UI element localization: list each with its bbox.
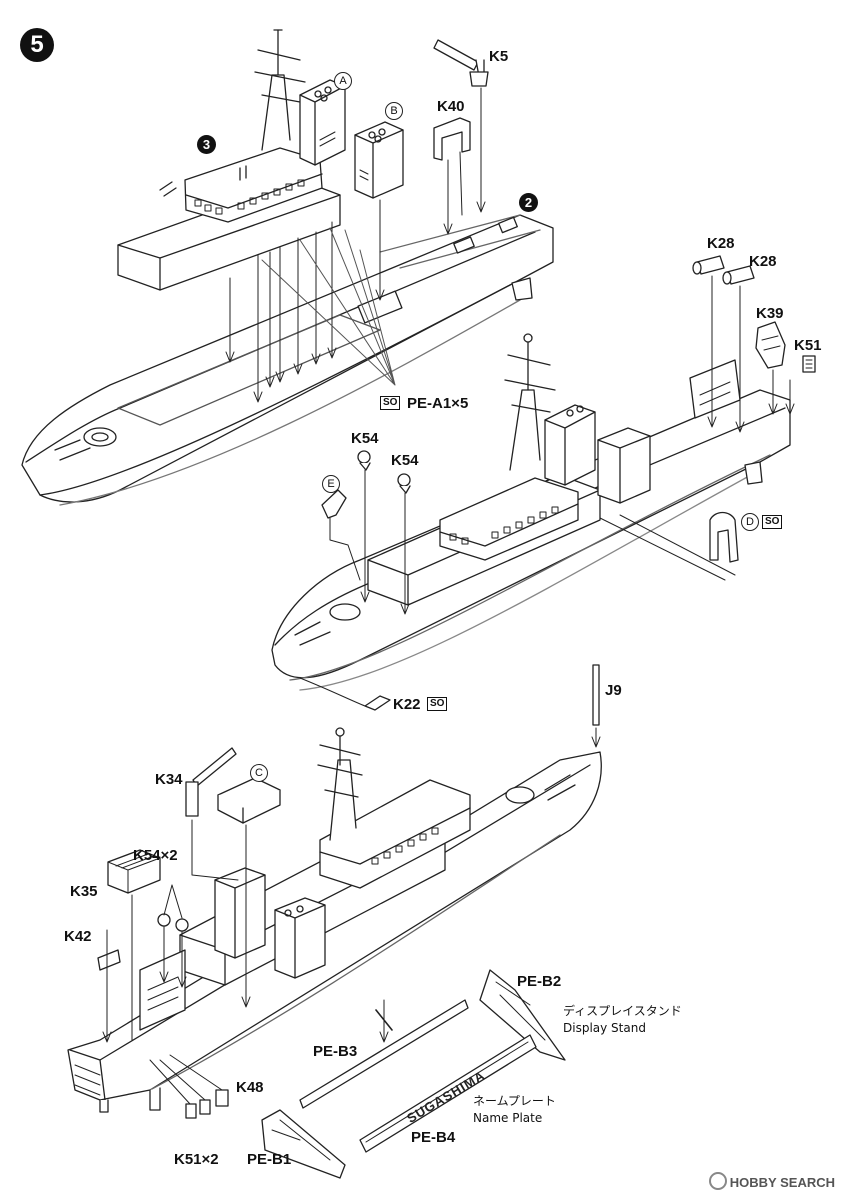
label-k5: K5 (489, 48, 509, 65)
step-number-badge: 5 (20, 28, 54, 62)
callout-e: E (322, 475, 340, 493)
callout-a: A (334, 72, 352, 90)
label-k35: K35 (70, 883, 98, 900)
watermark-logo-icon (708, 1172, 727, 1190)
display-stand-pe-b2 (479, 969, 566, 1061)
label-k34: K34 (155, 771, 183, 788)
label-pe-b1: PE-B1 (247, 1151, 292, 1168)
funnel-part-a (299, 79, 346, 166)
rack-k35 (107, 849, 161, 1041)
ladder-k40 (433, 117, 471, 235)
label-k48: K48 (236, 1079, 264, 1096)
name-plate-jp: ネームプレート (473, 1094, 556, 1108)
label-k54x2: K54×2 (133, 847, 178, 864)
searchlight-part-e (321, 489, 361, 581)
searchlights-k54x2 (157, 884, 189, 988)
label-k28-right: K28 (749, 253, 777, 270)
label-k42: K42 (64, 928, 92, 945)
display-stand-pe-b1 (261, 1109, 346, 1179)
crane-k34 (185, 747, 239, 881)
crane-k5 (433, 39, 489, 213)
label-k51x2: K51×2 (174, 1151, 219, 1168)
callout-d: D (741, 513, 759, 531)
so-badge-k22: SO (427, 697, 448, 711)
searchlight-k54-parts (357, 450, 411, 615)
anchor-k22 (299, 677, 391, 711)
reel-parts-k28 (692, 255, 755, 433)
watermark: HOBBY SEARCH (708, 1172, 835, 1190)
placement-arrows-top (225, 221, 396, 403)
label-k40: K40 (437, 98, 465, 115)
ship-top-hull (21, 214, 554, 506)
label-k54-right: K54 (391, 452, 419, 469)
display-stand-en: Display Stand (563, 1021, 646, 1035)
label-k51-top: K51 (794, 337, 822, 354)
callout-b: B (385, 102, 403, 120)
panels-k51x2 (149, 1054, 229, 1119)
callout-c: C (250, 764, 268, 782)
name-plate-pe-b4 (359, 1034, 537, 1153)
name-plate-en: Name Plate (473, 1111, 543, 1125)
watermark-text: HOBBY SEARCH (729, 1175, 835, 1190)
funnel-part-b (354, 121, 404, 301)
label-pe-b2: PE-B2 (517, 973, 562, 990)
label-pe-b4: PE-B4 (411, 1129, 456, 1146)
display-stand-jp: ディスプレイスタンド (563, 1004, 682, 1018)
so-badge-d: SO (762, 515, 783, 529)
label-k22: K22 (393, 696, 421, 713)
label-pe-a1: PE-A1×5 (407, 395, 469, 412)
sub-step-2-badge: 2 (519, 193, 538, 212)
panel-k51-top (785, 355, 816, 415)
label-j9: J9 (605, 682, 622, 699)
label-pe-b3: PE-B3 (313, 1043, 358, 1060)
label-k39: K39 (756, 305, 784, 322)
sub-step-3-badge: 3 (197, 135, 216, 154)
superstructure-top (117, 29, 341, 291)
label-k28-left: K28 (707, 235, 735, 252)
lifeboat-part-c (217, 777, 281, 1008)
so-badge-pe-a1: SO (380, 396, 401, 410)
mast-k42 (97, 929, 121, 1043)
staff-j9 (591, 664, 601, 748)
label-k54-left: K54 (351, 430, 379, 447)
davit-k39 (755, 321, 786, 415)
davit-part-d (599, 511, 739, 581)
display-stand-pe-b3 (299, 999, 469, 1109)
